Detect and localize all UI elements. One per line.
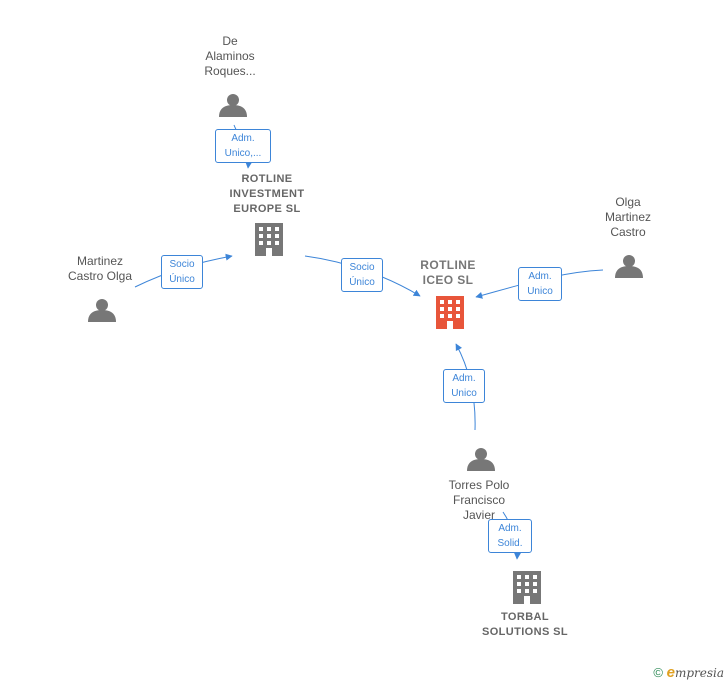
edge-label-adm-unico[interactable]: Adm. Unico: [443, 369, 485, 403]
node-label-line: Olga: [615, 195, 641, 209]
building-icon: [255, 223, 283, 256]
node-label-line: INVESTMENT: [229, 188, 305, 200]
person-icon: [615, 255, 643, 278]
node-torbal[interactable]: TORBAL SOLUTIONS SL: [465, 610, 585, 640]
person-icon: [88, 299, 116, 322]
edge-label-line: Único: [169, 274, 195, 285]
edge-label-adm-unico[interactable]: Adm. Unico,...: [215, 129, 271, 163]
node-label-line: EUROPE SL: [233, 203, 301, 215]
node-label-line: ROTLINE: [241, 173, 293, 185]
node-label-line: Roques...: [204, 64, 256, 78]
node-label-line: Martinez: [604, 210, 651, 224]
node-rotline-iceo[interactable]: ROTLINE ICEO SL: [398, 258, 498, 288]
edge-label-line: Unico: [451, 388, 477, 399]
node-torres-polo[interactable]: Torres Polo Francisco Javier: [429, 478, 529, 523]
brand-logo-text: mpresia: [674, 666, 724, 680]
edge-label-line: Solid.: [497, 538, 523, 549]
node-martinez-castro-olga[interactable]: Martinez Castro Olga: [50, 254, 150, 284]
node-label-line: Martinez: [76, 254, 123, 268]
node-label-line: Torres Polo: [448, 478, 510, 492]
edge-label-line: Adm.: [452, 373, 476, 384]
edge-label-line: Adm.: [498, 523, 522, 534]
edge-label-line: Adm.: [528, 271, 552, 282]
node-label-line: SOLUTIONS SL: [481, 626, 569, 638]
edge-label-line: Único: [349, 277, 375, 288]
building-icon: [513, 571, 541, 604]
node-label-line: Alaminos: [205, 49, 255, 63]
node-label-line: Castro: [610, 225, 646, 239]
edge-label-line: Adm.: [231, 133, 255, 144]
node-label-line: ICEO SL: [422, 273, 474, 287]
edge-label-line: Unico: [527, 286, 553, 297]
node-label-line: TORBAL: [500, 611, 550, 623]
node-label-line: Javier: [462, 508, 495, 522]
edge-label-socio-unico[interactable]: Socio Único: [161, 255, 203, 289]
brand-logo-initial: e: [666, 664, 675, 681]
node-label-line: Castro Olga: [67, 269, 133, 283]
node-de-alaminos[interactable]: De Alaminos Roques...: [180, 34, 280, 79]
copyright-symbol: ©: [653, 665, 663, 680]
node-label-line: ROTLINE: [420, 258, 476, 272]
node-olga-martinez-castro[interactable]: Olga Martinez Castro: [588, 195, 668, 240]
person-icon: [467, 448, 495, 471]
edge-label-adm-unico[interactable]: Adm. Unico: [518, 267, 562, 301]
edge-label-socio-unico[interactable]: Socio Único: [341, 258, 383, 292]
node-rotline-investment[interactable]: ROTLINE INVESTMENT EUROPE SL: [212, 172, 322, 217]
node-label-line: De: [222, 34, 238, 48]
edge-label-line: Socio: [349, 262, 375, 273]
empresia-watermark: © empresia: [653, 664, 724, 681]
node-label-line: Francisco: [452, 493, 505, 507]
person-icon: [219, 94, 247, 117]
building-icon-focus: [436, 296, 464, 329]
edge-label-line: Unico,...: [224, 148, 262, 159]
edge-label-line: Socio: [169, 259, 195, 270]
edge-label-adm-solid[interactable]: Adm. Solid.: [488, 519, 532, 553]
